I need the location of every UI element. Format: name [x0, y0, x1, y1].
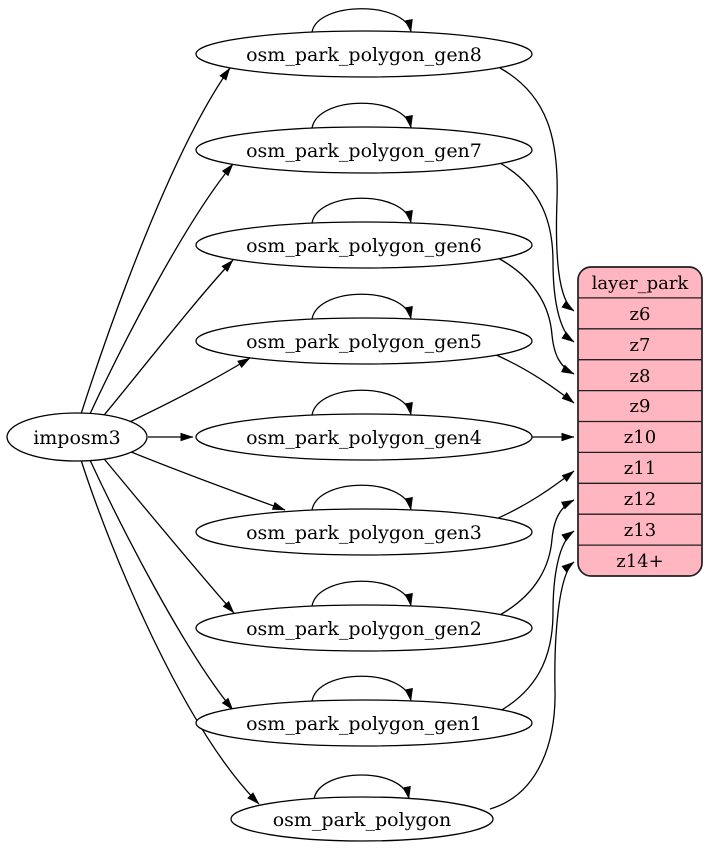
node-label: osm_park_polygon_gen5 — [246, 331, 482, 353]
edge-imposm3-to-gen2 — [99, 453, 235, 614]
node-osm-park-polygon-gen3: osm_park_polygon_gen3 — [195, 508, 533, 556]
node-osm-park-polygon-gen5: osm_park_polygon_gen5 — [195, 317, 533, 365]
self-loop-gen6 — [311, 197, 413, 224]
self-loop-gen2 — [311, 580, 413, 607]
edge-osm-park-polygon-to-z14 — [489, 561, 575, 810]
table-row-z7: z7 — [630, 335, 651, 356]
node-label: osm_park_polygon_gen7 — [246, 140, 482, 162]
edge-imposm3-to-gen1 — [88, 457, 234, 711]
node-label: osm_park_polygon_gen3 — [246, 522, 482, 544]
self-loop-gen3 — [311, 484, 413, 511]
node-label: osm_park_polygon — [273, 809, 452, 831]
table-row-z10: z10 — [624, 427, 656, 448]
table-title: layer_park — [592, 273, 690, 294]
node-label: osm_park_polygon_gen6 — [246, 235, 482, 257]
table-row-z13: z13 — [624, 520, 656, 541]
self-loop-gen1 — [311, 675, 413, 702]
edge-gen2-to-z12 — [497, 499, 575, 617]
edge-imposm3-to-gen8 — [80, 67, 231, 415]
table-row-z14plus: z14+ — [616, 551, 663, 572]
self-loop-gen5 — [311, 293, 413, 320]
edge-gen7-to-z7 — [499, 162, 575, 343]
node-osm-park-polygon-gen8: osm_park_polygon_gen8 — [195, 30, 533, 78]
node-imposm3-label: imposm3 — [33, 427, 121, 449]
edge-imposm3-to-osm-park-polygon — [80, 459, 260, 805]
node-label: osm_park_polygon_gen2 — [246, 618, 482, 640]
table-row-z6: z6 — [630, 304, 651, 325]
edge-gen3-to-z11 — [493, 470, 575, 521]
edge-gen8-to-z6 — [499, 67, 575, 312]
node-label: osm_park_polygon_gen8 — [246, 44, 482, 66]
nodes-layer: imposm3 osm_park_polygon_gen8 osm_park_p… — [6, 30, 533, 842]
node-label: osm_park_polygon_gen4 — [246, 427, 482, 449]
node-osm-park-polygon-gen7: osm_park_polygon_gen7 — [195, 126, 533, 174]
edge-imposm3-to-gen6 — [99, 259, 234, 421]
edge-imposm3-to-gen5 — [118, 357, 251, 428]
table-layer-park: layer_park z6 z7 z8 z9 z10 z11 z12 z13 z… — [577, 266, 703, 577]
node-osm-park-polygon: osm_park_polygon — [230, 796, 494, 842]
edge-gen5-to-z9 — [493, 353, 575, 404]
edges-layer — [80, 8, 575, 810]
edge-imposm3-to-gen3 — [118, 446, 286, 511]
edge-imposm3-to-gen7 — [88, 163, 234, 417]
edge-gen1-to-z13 — [499, 530, 575, 712]
self-loop-gen7 — [311, 102, 413, 129]
edge-gen6-to-z8 — [497, 257, 575, 375]
node-osm-park-polygon-gen6: osm_park_polygon_gen6 — [195, 221, 533, 269]
table-row-z12: z12 — [624, 489, 656, 510]
self-loop-osm-park-polygon — [313, 774, 411, 800]
node-osm-park-polygon-gen2: osm_park_polygon_gen2 — [195, 604, 533, 652]
table-row-z11: z11 — [624, 458, 656, 479]
self-loop-gen4 — [311, 389, 413, 416]
node-label: osm_park_polygon_gen1 — [246, 713, 482, 735]
node-osm-park-polygon-gen1: osm_park_polygon_gen1 — [195, 699, 533, 747]
table-row-z9: z9 — [630, 396, 651, 417]
self-loop-gen8 — [311, 8, 413, 33]
table-row-z8: z8 — [630, 366, 651, 387]
node-osm-park-polygon-gen4: osm_park_polygon_gen4 — [195, 413, 533, 461]
node-imposm3: imposm3 — [6, 412, 148, 462]
